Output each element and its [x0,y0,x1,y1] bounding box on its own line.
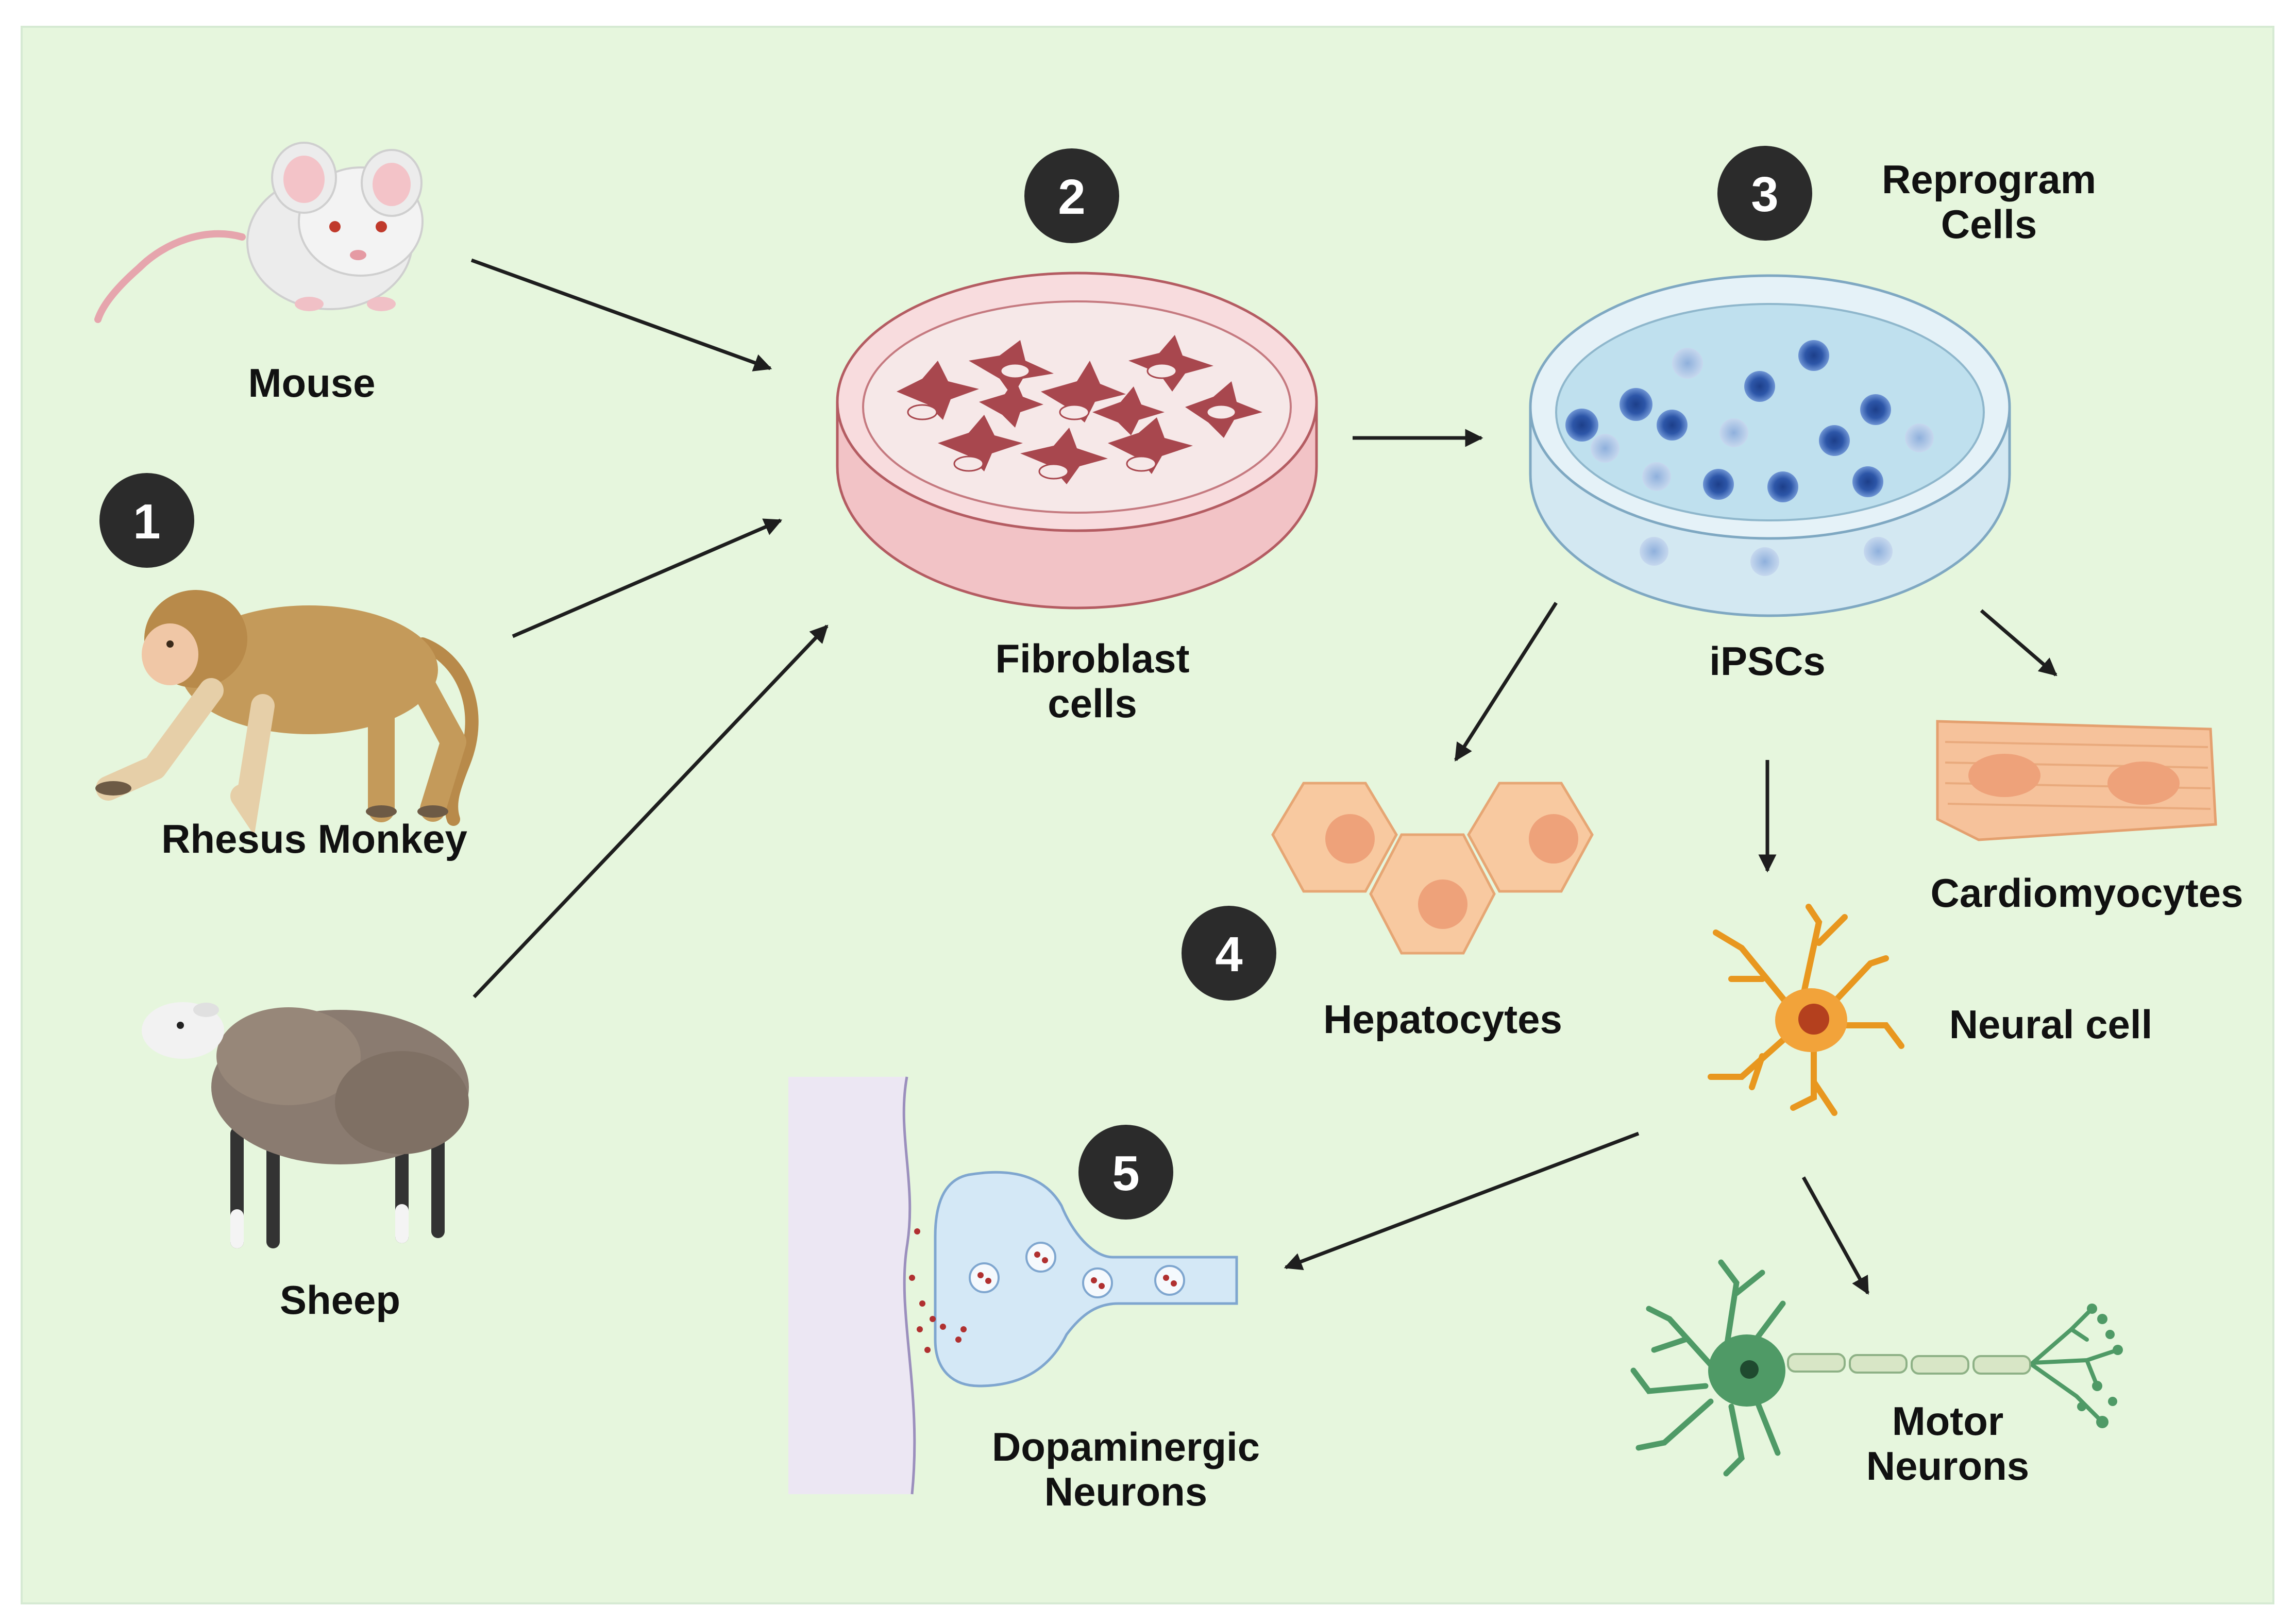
label-fibroblast-line2: cells [1048,681,1137,726]
ipsc-colony-cells [1565,340,1934,576]
petri-dish-fibroblast-icon [836,272,1318,610]
label-dopaminergic-neurons: Dopaminergic Neurons [958,1424,1293,1515]
svg-text:1: 1 [133,494,160,549]
flow-arrows [470,258,2057,1295]
label-fibroblast-cells: Fibroblast cells [938,636,1247,726]
label-reprogram-line2: Cells [1941,201,2037,247]
neural-cell-icon [1708,904,1904,1116]
svg-text:2: 2 [1058,170,1085,225]
label-reprogram-cells: Reprogram Cells [1855,157,2123,247]
step-badge-1: 1 [99,473,194,568]
dopaminergic-synapse-icon [788,1076,1238,1495]
label-motor-line2: Neurons [1866,1443,2030,1489]
step-badge-2: 2 [1024,148,1119,243]
label-dopaminergic-line1: Dopaminergic [991,1424,1260,1469]
label-fibroblast-line1: Fibroblast [995,636,1190,681]
svg-text:4: 4 [1215,927,1242,982]
hepatocytes-icon [1271,782,1594,955]
arrow-neural-to-motor [1801,1176,1870,1295]
svg-text:3: 3 [1751,167,1778,222]
label-hepatocytes: Hepatocytes [1323,996,1562,1042]
petri-dish-ipsc-icon [1529,274,2011,617]
label-reprogram-line1: Reprogram [1881,157,2097,202]
motor-neuron-icon [1630,1259,2123,1477]
arrow-sheep-to-fibroblast [473,624,829,999]
label-motor-line1: Motor [1892,1398,2004,1444]
sheep-icon [142,1002,469,1248]
label-motor-neurons: Motor Neurons [1819,1398,2077,1489]
label-sheep: Sheep [279,1277,401,1323]
step-badge-4: 4 [1182,906,1276,1001]
label-ipscs: iPSCs [1709,638,1826,684]
arrow-mouse-to-fibroblast [470,258,772,371]
mouse-icon [94,142,424,323]
label-cardiomyocytes: Cardiomyocytes [1930,870,2244,916]
rhesus-monkey-icon [95,590,479,836]
arrow-monkey-to-fibroblast [512,518,783,638]
cardiomyocytes-icon [1936,720,2217,841]
arrow-ipsc-to-cardiomyocytes [1980,609,2057,676]
arrow-neural-to-dopaminergic [1284,1131,1640,1271]
label-dopaminergic-line2: Neurons [1044,1469,1208,1515]
arrow-ipsc-to-hepatocytes [1454,602,1558,762]
svg-text:5: 5 [1112,1146,1139,1201]
label-rhesus-monkey: Rhesus Monkey [161,816,467,861]
step-badge-5: 5 [1078,1125,1173,1220]
label-neural-cell: Neural cell [1949,1002,2153,1047]
label-mouse: Mouse [248,360,376,405]
step-badge-3: 3 [1717,146,1812,241]
